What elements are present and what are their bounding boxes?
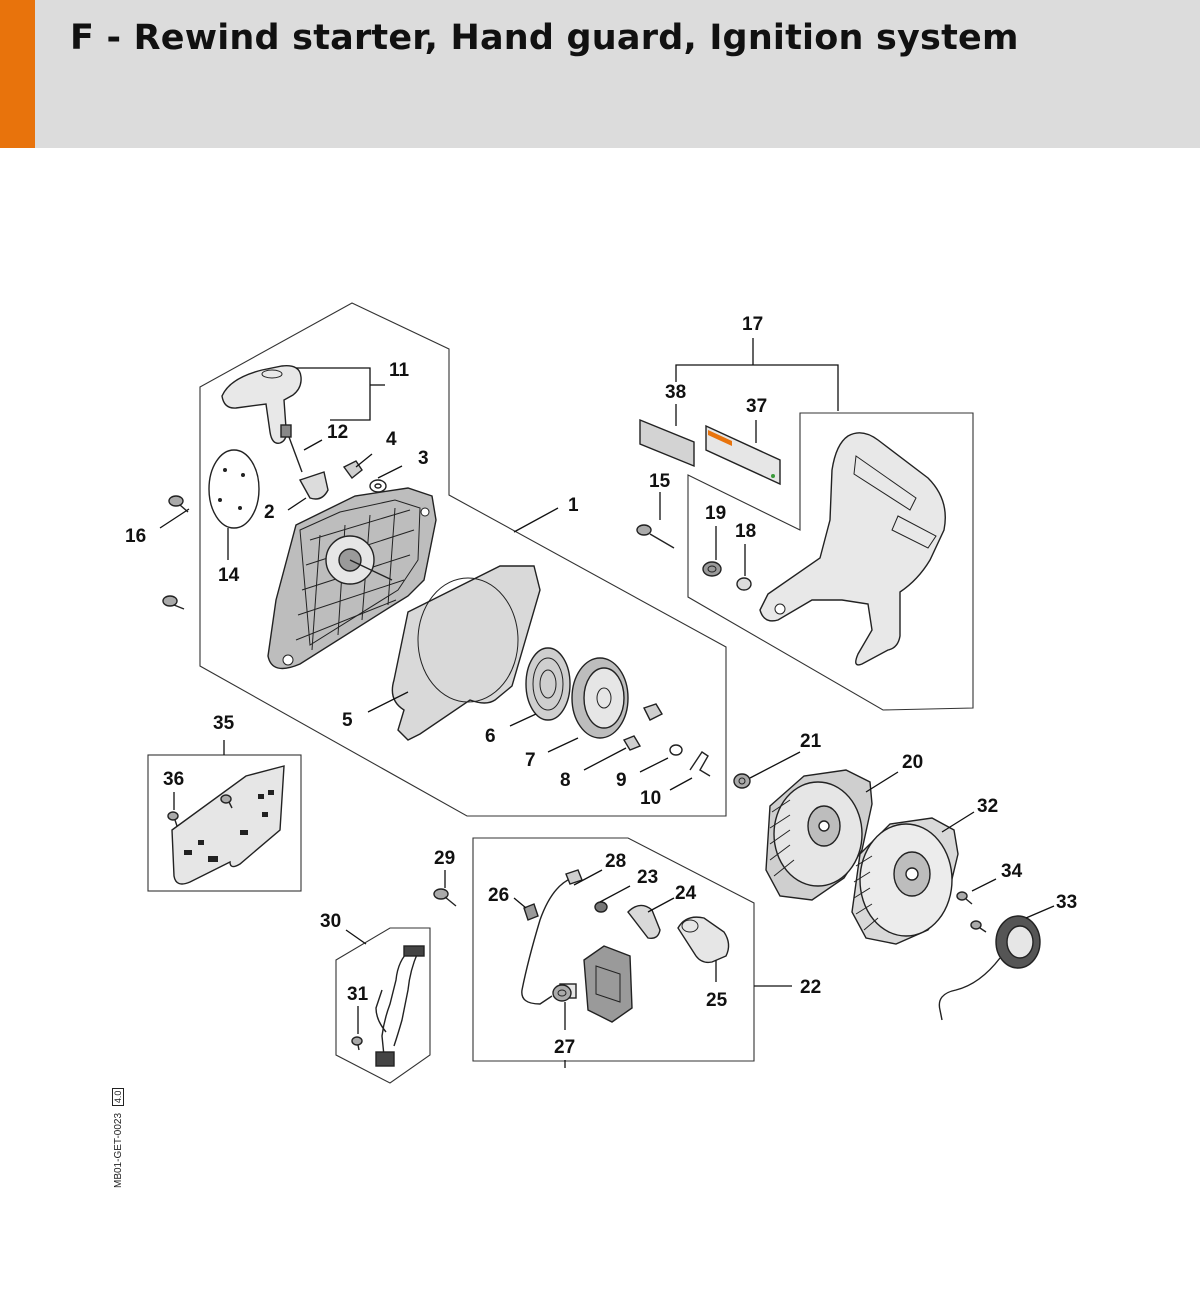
harness-connector-bottom — [375, 1051, 395, 1067]
rope-guide-bush — [298, 471, 329, 500]
header-accent-bar — [0, 0, 35, 148]
drawing-number: MB01-GET-0023 — [113, 1112, 124, 1188]
wiring-harness — [375, 949, 419, 1057]
callout-30: 30 — [320, 911, 341, 932]
ignition-lead — [521, 877, 573, 1005]
harness-connector-top — [403, 945, 425, 957]
callout-32: 32 — [977, 796, 998, 817]
callout-22: 22 — [800, 977, 821, 998]
screw-lower — [162, 595, 185, 610]
callout-25: 25 — [706, 990, 728, 1011]
callout-36: 36 — [163, 769, 184, 790]
fan-housing — [267, 487, 437, 670]
pawl-upper — [643, 703, 663, 721]
leader-lines — [159, 338, 1055, 1068]
fan-wheel — [851, 817, 959, 945]
callout-21: 21 — [800, 731, 822, 752]
screw-23 — [594, 901, 608, 913]
generator — [938, 915, 1041, 1021]
callout-20: 20 — [902, 752, 923, 773]
hand-guard-group-frame — [687, 412, 974, 711]
cover-plate — [208, 449, 260, 529]
callout-14: 14 — [218, 565, 240, 586]
callout-10: 10 — [640, 788, 661, 809]
thread-bushing — [702, 561, 722, 577]
rewind-spring — [525, 647, 571, 721]
callout-37: 37 — [746, 396, 767, 417]
fan-wheel-screw — [956, 891, 973, 905]
callout-27: 27 — [554, 1037, 575, 1058]
screw-upper — [168, 495, 189, 513]
callout-28: 28 — [605, 851, 626, 872]
callout-18: 18 — [735, 521, 756, 542]
callout-29: 29 — [434, 848, 455, 869]
ignition-module-group-frame — [472, 837, 755, 1062]
washer-spring-clip — [669, 744, 683, 756]
callout-35: 35 — [213, 713, 235, 734]
rewind-starter-group-frame — [199, 302, 727, 817]
rope-rotor — [571, 657, 629, 739]
callout-4: 4 — [386, 429, 397, 450]
callout-5: 5 — [342, 710, 353, 731]
callout-2: 2 — [264, 502, 275, 523]
spark-plug-boot — [627, 904, 661, 940]
ignition-screw — [433, 888, 457, 907]
callout-24: 24 — [675, 883, 697, 904]
callout-8: 8 — [560, 770, 571, 791]
flywheel — [765, 769, 873, 901]
guard-screw — [220, 794, 233, 809]
ignition-module — [559, 945, 633, 1023]
fan-wheel-screw-lower — [970, 920, 987, 933]
harness-screw — [351, 1036, 363, 1051]
callout-33: 33 — [1056, 892, 1077, 913]
label-38 — [639, 418, 695, 468]
pawl — [622, 735, 642, 751]
callout-16: 16 — [125, 526, 146, 547]
callout-11: 11 — [389, 360, 410, 381]
drawing-reference: MB01-GET-0023 4.0 — [112, 1087, 124, 1188]
callout-15: 15 — [649, 471, 671, 492]
callout-31: 31 — [347, 984, 369, 1005]
callout-12: 12 — [327, 422, 348, 443]
grommet — [523, 903, 539, 921]
flywheel-nut — [733, 773, 751, 789]
starter-grip — [221, 365, 302, 444]
drawing-revision: 4.0 — [112, 1087, 124, 1107]
hand-guard — [759, 432, 946, 666]
callouts: 11 12 4 3 2 1 16 14 5 6 7 8 9 10 17 38 3… — [125, 314, 1077, 1058]
callout-6: 6 — [485, 726, 496, 747]
callout-19: 19 — [705, 503, 726, 524]
label-37 — [705, 424, 781, 486]
callout-7: 7 — [525, 750, 536, 771]
spark-plug-guard — [171, 765, 285, 885]
page-title: F - Rewind starter, Hand guard, Ignition… — [70, 18, 1019, 58]
hand-guard-screw — [636, 524, 675, 549]
guard-screw-lower — [167, 811, 179, 827]
sleeve — [736, 577, 752, 591]
starter-rope — [288, 436, 303, 473]
spark-plug-terminal-cap — [677, 916, 730, 964]
short-circuit-wire-contact — [552, 984, 572, 1002]
callout-1: 1 — [568, 495, 579, 516]
spring-clip — [689, 751, 711, 777]
callout-3: 3 — [418, 448, 429, 469]
callout-17: 17 — [742, 314, 763, 335]
callout-23: 23 — [637, 867, 658, 888]
callout-9: 9 — [616, 770, 627, 791]
page-header — [0, 0, 1200, 148]
washer-hole — [374, 483, 382, 489]
callout-26: 26 — [488, 885, 509, 906]
callout-38: 38 — [665, 382, 686, 403]
wiring-harness-group-frame — [335, 927, 431, 1084]
fan-housing-shroud — [391, 565, 541, 741]
callout-34: 34 — [1001, 861, 1023, 882]
